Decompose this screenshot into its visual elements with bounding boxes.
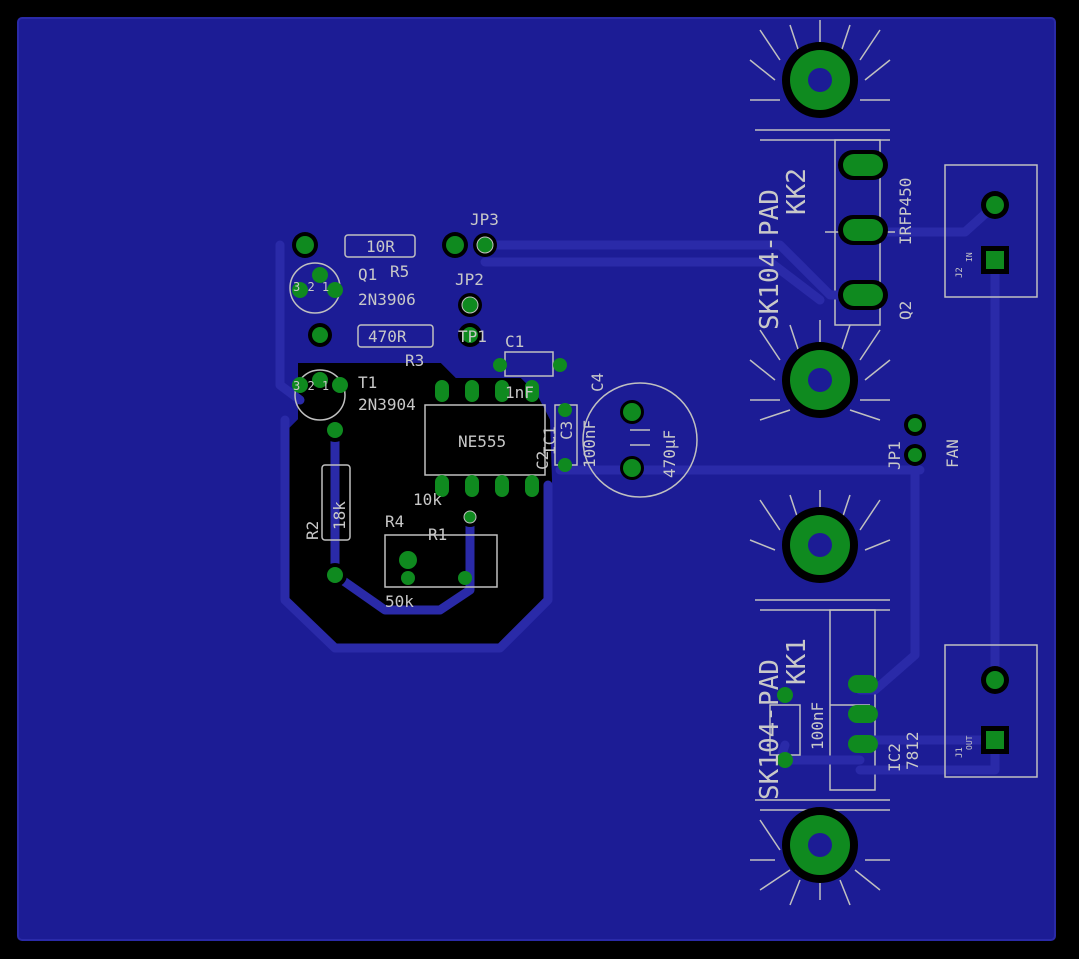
q1-ref: Q1: [358, 265, 377, 284]
labels: 10R R5 JP3 JP2 Q1 2N3906 3 2 1 470R R3 T…: [293, 168, 974, 800]
j2-ref: J2: [955, 267, 965, 278]
ic2-value: 7812: [903, 731, 922, 770]
tp1-ref: TP1: [458, 327, 487, 346]
r2-value: 18k: [330, 501, 349, 530]
r5-value: 10R: [366, 237, 395, 256]
q2-ref: Q2: [896, 301, 915, 320]
jp1-value: FAN: [943, 439, 962, 468]
j2-pin: IN: [965, 252, 974, 262]
c3-value: 100nF: [580, 420, 599, 468]
ic2-ref: IC2: [885, 743, 904, 772]
jp1-ref: JP1: [885, 441, 904, 470]
heatsink-kk1: [749, 490, 891, 906]
c4-value: 470µF: [660, 430, 679, 478]
kk2-value: SK104-PAD: [755, 189, 785, 330]
ic1-value: NE555: [458, 432, 506, 451]
t1-value: 2N3904: [358, 395, 416, 414]
ic1-ref: IC1: [540, 426, 559, 455]
heatsink-pads: [782, 42, 858, 883]
kk1-ref: KK1: [782, 638, 812, 685]
q1-value: 2N3906: [358, 290, 416, 309]
c2-ref: C2: [533, 451, 552, 470]
j1-pin: OUT: [965, 735, 974, 750]
c3-ref: C3: [557, 421, 576, 440]
kk2-ref: KK2: [782, 168, 812, 215]
t1-ref: T1: [358, 373, 377, 392]
kk1-value: SK104-PAD: [755, 659, 785, 800]
q2-value: IRFP450: [896, 178, 915, 245]
r1-ref: R1: [428, 525, 447, 544]
r4-value: 10k: [413, 490, 442, 509]
jp2-ref: JP2: [455, 270, 484, 289]
r2-ref: R2: [303, 521, 322, 540]
c1-value: 1nF: [505, 383, 534, 402]
c4-ref: C4: [588, 373, 607, 392]
r4-ref: R4: [385, 512, 404, 531]
jp3-ref: JP3: [470, 210, 499, 229]
r1-value: 50k: [385, 592, 414, 611]
silkscreen: [289, 164, 1038, 778]
r3-value: 470R: [368, 327, 407, 346]
r3-ref: R3: [405, 351, 424, 370]
r5-ref: R5: [390, 262, 409, 281]
traces: [275, 200, 1000, 775]
c1-ref: C1: [505, 332, 524, 351]
q1-pins: 3 2 1: [293, 280, 329, 294]
component-pads: [292, 150, 1009, 768]
t1-pins: 3 2 1: [293, 379, 329, 393]
j1-ref: J1: [955, 747, 965, 758]
c2-value: 100nF: [808, 702, 827, 750]
